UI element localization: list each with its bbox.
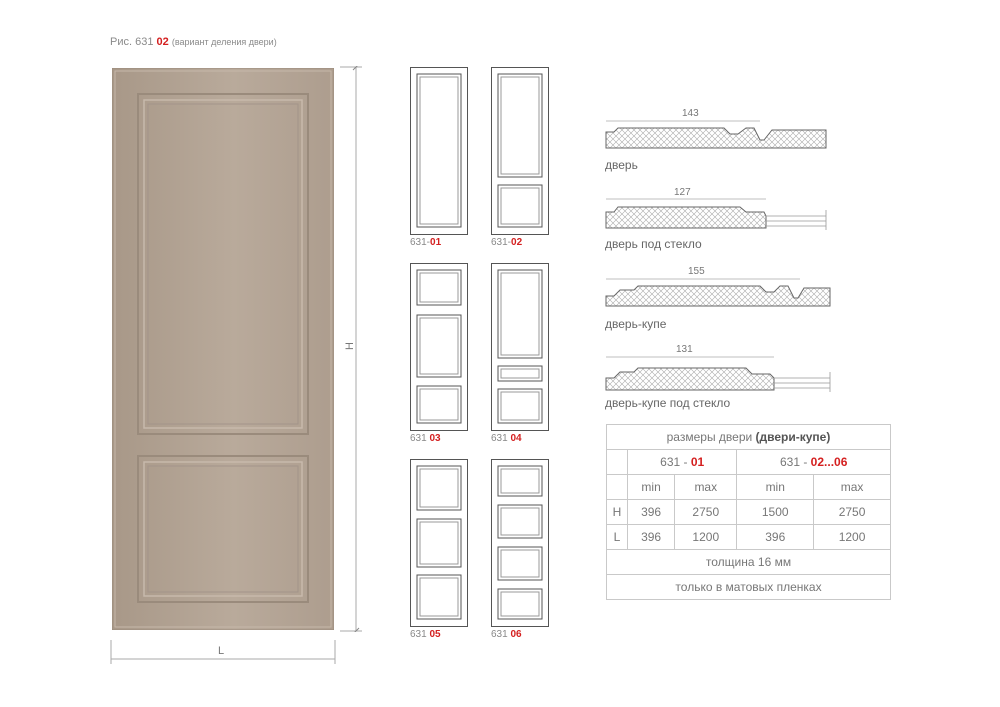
table-cell: 396 — [626, 524, 676, 550]
table-header-row: min max min max — [606, 474, 891, 500]
table-header-cell: min — [626, 474, 676, 500]
table-note-row: только в матовых пленках — [606, 574, 891, 600]
table-row: H 396 2750 1500 2750 — [606, 499, 891, 525]
table-cell: 396 — [626, 499, 676, 525]
thumbnail-label: 631 03 — [410, 433, 441, 444]
table-thickness: толщина 16 мм — [606, 549, 891, 575]
profile-coupe-drawing — [605, 278, 831, 307]
table-row: L 396 1200 396 1200 — [606, 524, 891, 550]
profile-door-drawing — [605, 120, 827, 149]
sizes-table: размеры двери (двери-купе) 631 - 01 631 … — [606, 424, 891, 600]
profile-dimension: 127 — [674, 187, 691, 198]
table-cell: 396 — [736, 524, 815, 550]
caption-note: (вариант деления двери) — [171, 37, 277, 47]
thumbnail-631-01: 631-01 — [410, 67, 468, 248]
profile-label: дверь под стекло — [605, 237, 702, 251]
table-header-cell: min — [736, 474, 815, 500]
profile-label: дверь — [605, 158, 638, 172]
thumbnail-631-06: 631 06 — [491, 459, 549, 640]
profile-dimension: 131 — [676, 344, 693, 355]
door-04-icon — [491, 263, 549, 431]
profile-dimension: 155 — [688, 266, 705, 277]
table-cell: 2750 — [674, 499, 738, 525]
door-06-icon — [491, 459, 549, 627]
caption-variant: 02 — [156, 36, 169, 48]
profile-door-glass-drawing — [605, 198, 827, 230]
thumbnail-label: 631 05 — [410, 629, 441, 640]
height-label: H — [343, 342, 356, 350]
thumbnail-label: 631 06 — [491, 629, 522, 640]
table-corner-cell — [606, 474, 628, 500]
table-group-header: 631 - 02...06 — [736, 449, 891, 475]
door-03-icon — [410, 263, 468, 431]
table-title-row: размеры двери (двери-купе) — [606, 424, 891, 450]
thumbnail-631-02: 631-02 — [491, 67, 549, 248]
profile-dimension: 143 — [682, 108, 699, 119]
table-note: только в матовых пленках — [606, 574, 891, 600]
profile-label: дверь-купе под стекло — [605, 396, 731, 410]
profile-coupe-glass-drawing — [605, 356, 831, 392]
table-row-label: L — [606, 524, 628, 550]
thumbnail-label: 631-01 — [410, 237, 442, 248]
table-row-label: H — [606, 499, 628, 525]
main-door-image — [112, 68, 334, 630]
door-05-icon — [410, 459, 468, 627]
thumbnail-631-04: 631 04 — [491, 263, 549, 444]
table-cell: 2750 — [813, 499, 891, 525]
width-label: L — [218, 645, 225, 657]
thumbnail-label: 631 04 — [491, 433, 522, 444]
door-01-icon — [410, 67, 468, 235]
table-header-cell: max — [674, 474, 738, 500]
table-group-row: 631 - 01 631 - 02...06 — [606, 449, 891, 475]
table-title: размеры двери (двери-купе) — [606, 424, 891, 450]
height-dimension-line — [340, 66, 362, 632]
table-cell: 1200 — [813, 524, 891, 550]
figure-caption: Рис. 631 02 (вариант деления двери) — [110, 36, 277, 48]
thumbnail-631-05: 631 05 — [410, 459, 468, 640]
caption-prefix: Рис. 631 — [110, 36, 154, 48]
width-dimension-line — [110, 640, 336, 664]
table-group-header: 631 - 01 — [626, 449, 738, 475]
thumbnail-label: 631-02 — [491, 237, 523, 248]
table-corner-cell — [606, 449, 628, 475]
thumbnail-631-03: 631 03 — [410, 263, 468, 444]
profile-label: дверь-купе — [605, 317, 667, 331]
table-thickness-row: толщина 16 мм — [606, 549, 891, 575]
table-cell: 1500 — [736, 499, 815, 525]
table-cell: 1200 — [674, 524, 738, 550]
door-02-icon — [491, 67, 549, 235]
table-header-cell: max — [813, 474, 891, 500]
